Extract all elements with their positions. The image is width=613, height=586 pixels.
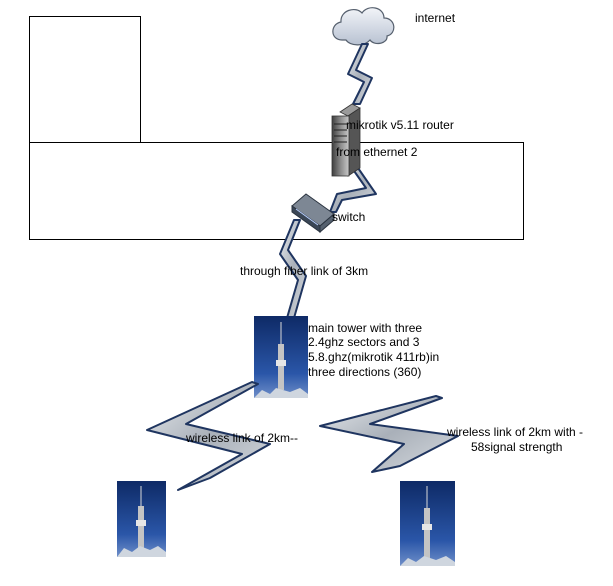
switch-icon <box>291 193 335 234</box>
main-tower-label-line2: 2.4ghz sectors and 3 <box>308 335 420 349</box>
room-outline-small <box>29 16 141 143</box>
internet-label: internet <box>415 11 456 25</box>
router-label: mikrotik v5.11 router <box>346 118 454 132</box>
main-tower-image <box>254 316 308 398</box>
main-tower-label-line1: main tower with three <box>308 321 423 335</box>
internet-cloud-icon <box>332 7 395 46</box>
main-tower-label-line3: 5.8.ghz(mikrotik 411rb)in <box>308 350 440 364</box>
router-port-label: from ethernet 2 <box>336 145 418 159</box>
main-tower-label-line4: three directions (360) <box>308 365 422 379</box>
wireless-right-label-line2: 58signal strength <box>471 440 563 454</box>
router-server-icon <box>331 103 361 177</box>
fiber-link-label: through fiber link of 3km <box>240 264 369 278</box>
right-remote-tower-image <box>400 481 455 566</box>
router-switch-link-bolt <box>329 167 377 213</box>
wireless-left-label: wireless link of 2km-- <box>186 431 299 445</box>
switch-label: switch <box>332 210 366 224</box>
wireless-left-link-bolt <box>146 381 271 491</box>
left-remote-tower-image <box>117 481 166 557</box>
wireless-right-label-line1: wireless link of 2km with - <box>447 425 584 439</box>
wireless-right-link-bolt <box>319 395 459 473</box>
room-outline-large <box>29 142 524 240</box>
internet-link-bolt <box>347 43 373 105</box>
